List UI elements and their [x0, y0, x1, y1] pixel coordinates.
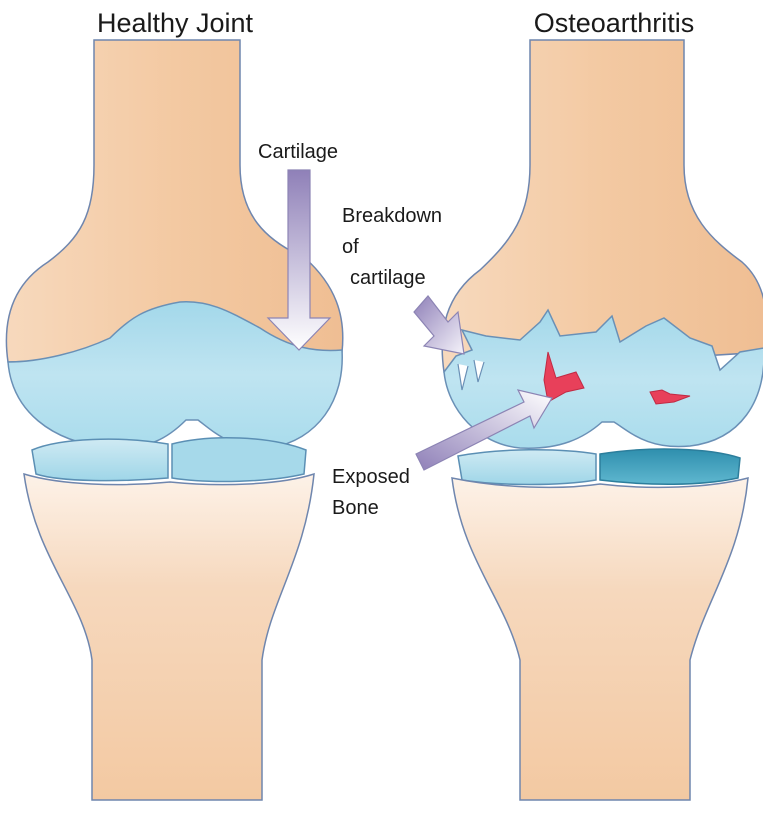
oa-meniscus-right	[600, 449, 740, 484]
oa-tibia	[452, 478, 748, 800]
oa-meniscus-left	[458, 450, 596, 485]
cartilage-label: Cartilage	[258, 141, 338, 163]
oa-joint-title: Osteoarthritis	[534, 8, 695, 38]
healthy-meniscus-left	[32, 439, 168, 480]
breakdown-label-line1: Breakdown	[342, 205, 442, 227]
healthy-meniscus-right	[172, 438, 306, 482]
oa-joint: Osteoarthritis Breakdown of cartilage Ex…	[332, 8, 763, 800]
healthy-joint-title: Healthy Joint	[97, 8, 254, 38]
healthy-joint: Healthy Joint Cartilage	[6, 8, 342, 800]
exposed-bone-label-line1: Exposed	[332, 466, 410, 488]
oa-femur	[442, 40, 763, 372]
healthy-tibia	[24, 474, 314, 800]
breakdown-label-line3: cartilage	[350, 267, 426, 289]
breakdown-label-line2: of	[342, 236, 359, 258]
exposed-bone-label-line2: Bone	[332, 497, 379, 519]
